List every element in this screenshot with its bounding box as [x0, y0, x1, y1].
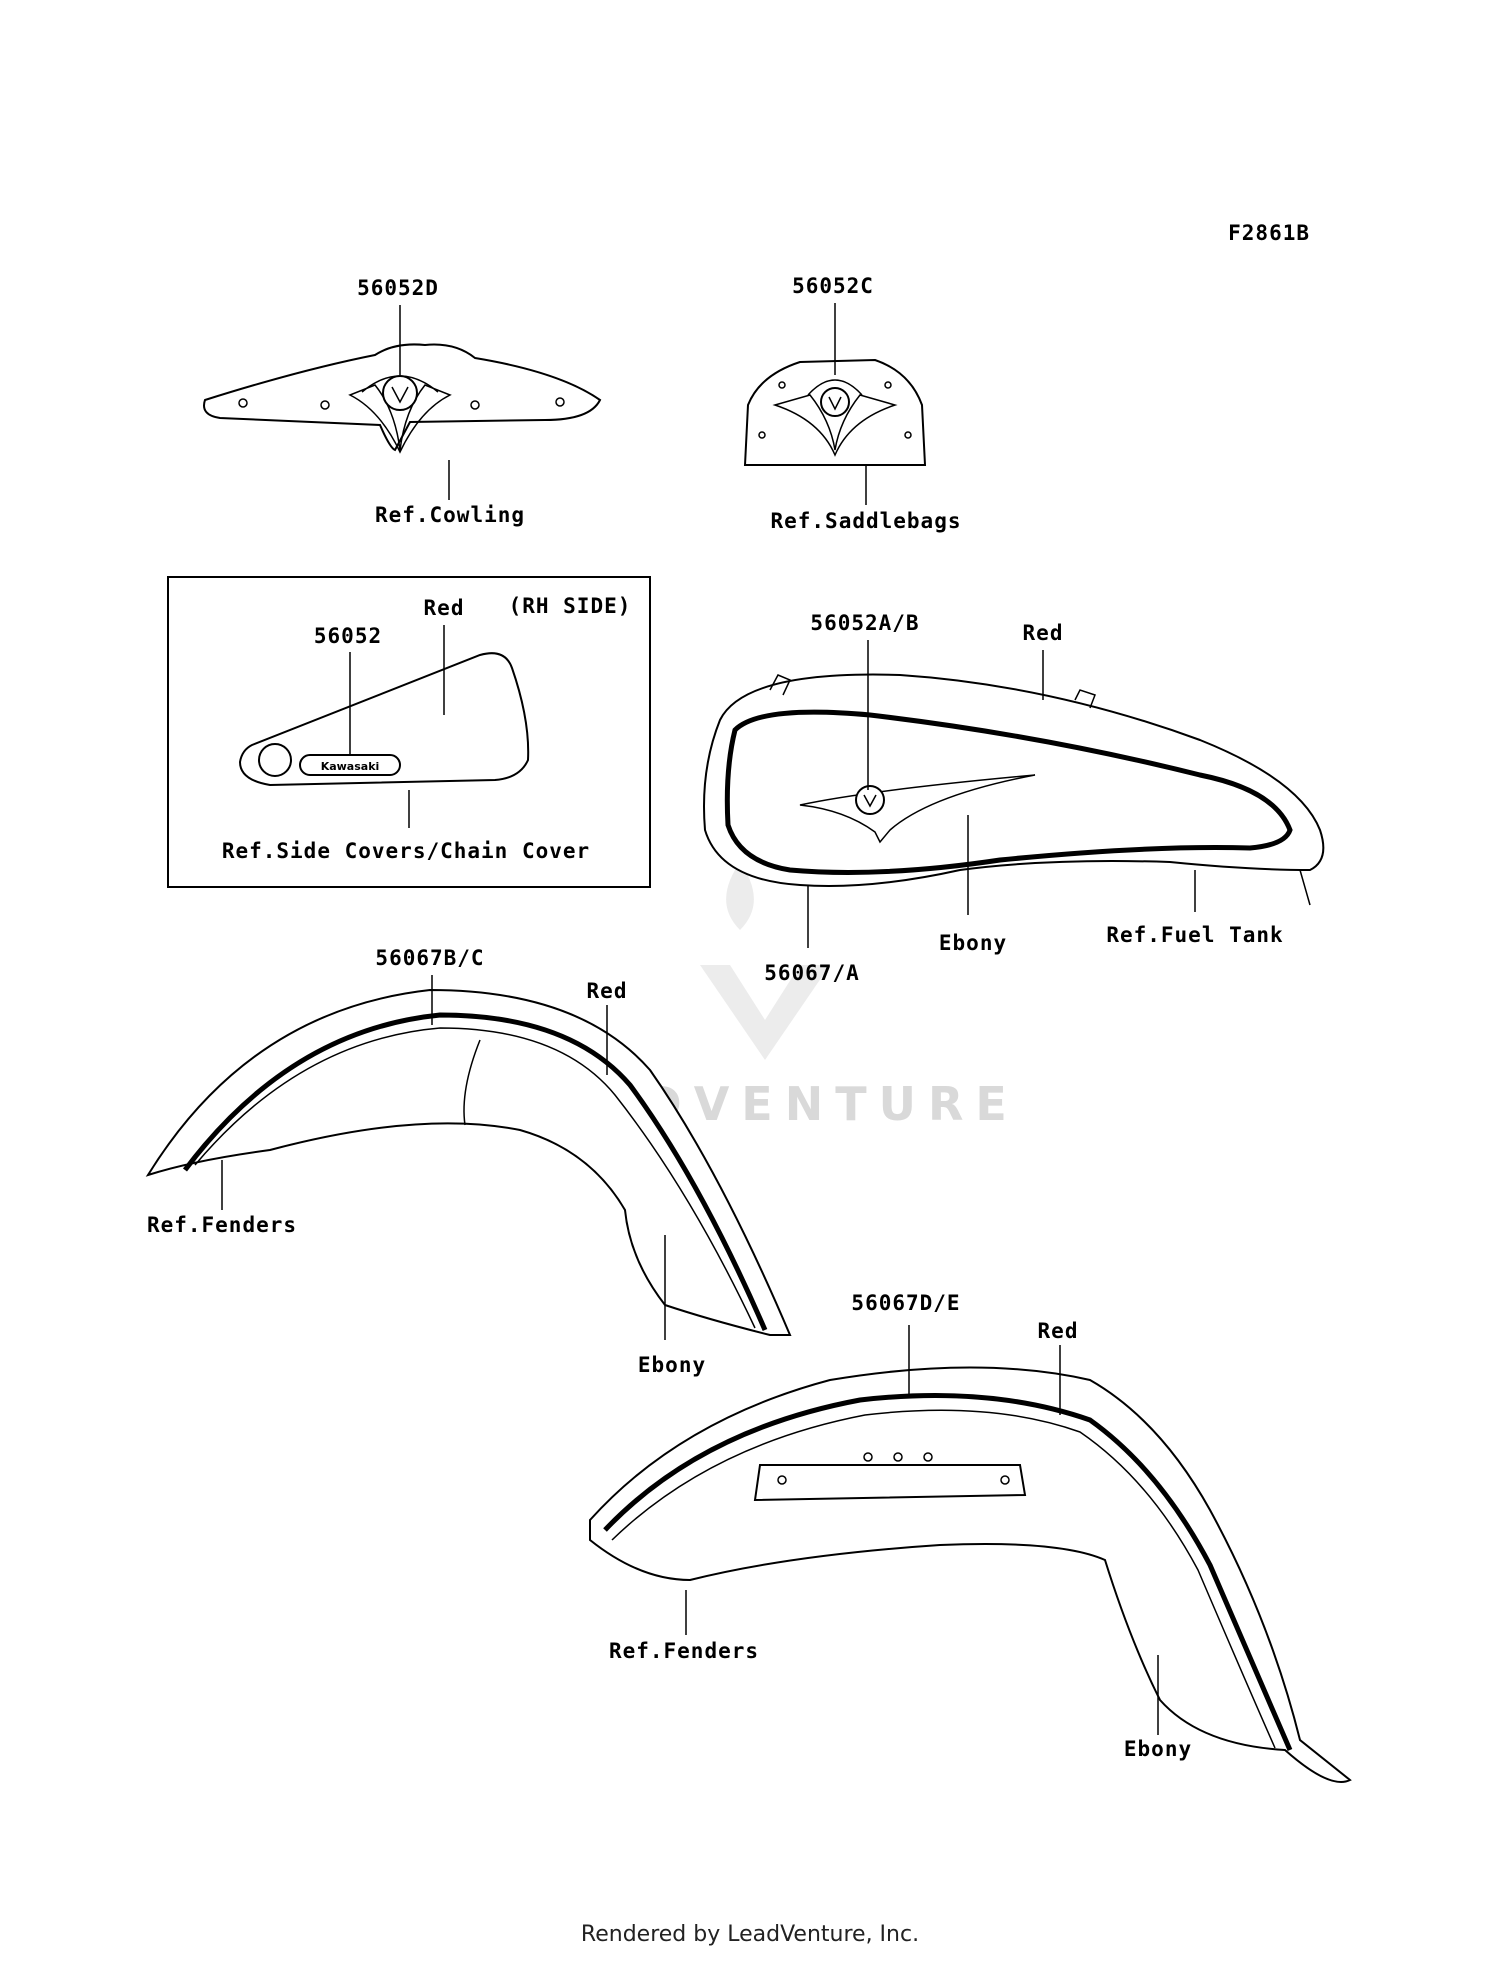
tank-part-number: 56052A/B: [810, 611, 919, 635]
cowling-part-number: 56052D: [357, 276, 439, 300]
saddlebag-part-number: 56052C: [792, 274, 874, 298]
rear-fender-group: 56067D/E Red Ref.Fenders Ebony: [589, 1291, 1352, 1783]
tank-stripe-part-number: 56067/A: [764, 961, 860, 985]
front-fender-ebony-label: Ebony: [638, 1353, 706, 1377]
rear-fender-part-number: 56067D/E: [851, 1291, 960, 1315]
tank-red-label: Red: [1023, 621, 1064, 645]
cowling-ref-label: Ref.Cowling: [375, 503, 525, 527]
side-cover-ref-label: Ref.Side Covers/Chain Cover: [222, 839, 590, 863]
fuel-tank-body: [703, 673, 1325, 887]
rear-fender-body: [589, 1366, 1352, 1783]
side-cover-panel: [238, 652, 530, 787]
front-fender-part-number: 56067B/C: [375, 946, 484, 970]
rear-fender-ebony-label: Ebony: [1124, 1737, 1192, 1761]
front-fender-group: 56067B/C Red Ref.Fenders Ebony: [145, 946, 792, 1377]
side-cover-frame: [167, 576, 651, 888]
rear-fender-red-label: Red: [1038, 1319, 1079, 1343]
tank-ebony-label: Ebony: [939, 931, 1007, 955]
rear-fender-plate: [753, 1464, 1027, 1502]
rear-fender-ref-label: Ref.Fenders: [609, 1639, 759, 1663]
footer-credit: Rendered by LeadVenture, Inc.: [580, 1922, 920, 1947]
front-fender-red-label: Red: [587, 979, 628, 1003]
side-cover-group: Kawasaki Red (RH SIDE) 56052 Ref.Side Co…: [167, 576, 651, 888]
side-cover-rh-label: (RH SIDE): [509, 594, 632, 618]
side-cover-red-label: Red: [424, 596, 465, 620]
v-logo-icon: [772, 379, 898, 457]
tank-ref-label: Ref.Fuel Tank: [1106, 923, 1283, 947]
figure-code: F2861B: [1228, 221, 1310, 245]
front-fender-ref-label: Ref.Fenders: [147, 1213, 297, 1237]
kawasaki-badge-text: Kawasaki: [321, 760, 380, 773]
v-logo-icon: [799, 774, 1036, 844]
saddlebag-ref-label: Ref.Saddlebags: [770, 509, 961, 533]
v-logo-icon: [348, 375, 452, 454]
fuel-tank-group: 56052A/B Red Ebony Ref.Fuel Tank 56067/A: [703, 611, 1325, 985]
cowling-emblem-group: 56052D Ref.Cowling: [203, 276, 602, 527]
side-cover-part-number: 56052: [314, 624, 382, 648]
saddlebag-emblem-group: 56052C Ref.Saddlebags: [743, 274, 961, 533]
front-fender-body: [145, 988, 792, 1336]
